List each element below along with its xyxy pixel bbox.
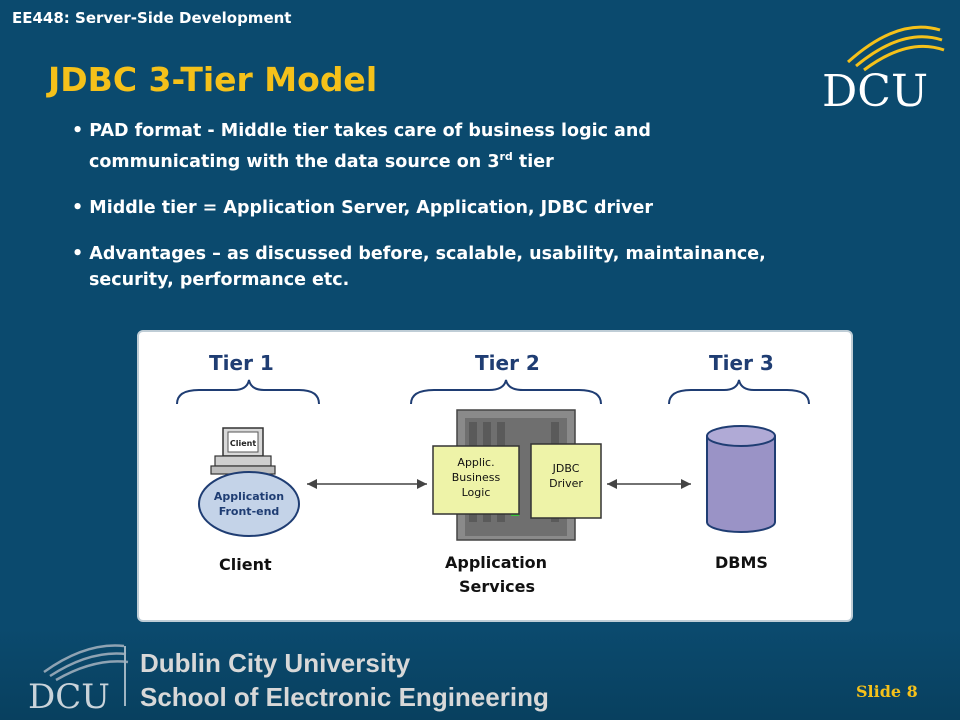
svg-text:Front-end: Front-end (219, 505, 280, 518)
university-name: Dublin City University (140, 648, 411, 678)
bullet-pad-format: • PAD format - Middle tier takes care of… (72, 118, 932, 175)
bullet-text-continued: communicating with the data source on 3r… (89, 150, 554, 172)
application-server-icon: Applic. Business Logic JDBC Driver (432, 409, 602, 541)
bullet-text-continued: security, performance etc. (89, 269, 350, 290)
course-title: EE448: Server-Side Development (12, 9, 292, 27)
database-icon (706, 425, 776, 533)
tier-2-label: Tier 2 (475, 351, 540, 375)
tier-1-brace (176, 379, 320, 405)
tier-2-brace (410, 379, 602, 405)
slide-number: Slide 8 (856, 682, 918, 701)
slide-title: JDBC 3-Tier Model (48, 60, 378, 99)
footer-divider (124, 646, 126, 706)
svg-text:Business: Business (452, 471, 501, 484)
three-tier-diagram: Tier 1 Tier 2 Tier 3 Client Application … (137, 330, 853, 622)
bullet-advantages: • Advantages – as discussed before, scal… (72, 241, 932, 293)
svg-text:Client: Client (230, 439, 256, 448)
svg-text:Driver: Driver (549, 477, 583, 490)
dcu-footer-logo: DCU (28, 644, 129, 712)
server-label-line2: Services (459, 577, 535, 596)
client-label: Client (219, 555, 272, 574)
server-db-arrow (607, 479, 691, 489)
bullet-text: • Advantages – as discussed before, scal… (72, 243, 766, 264)
tier-3-brace (668, 379, 810, 405)
dcu-logo-text: DCU (822, 66, 928, 117)
dcu-footer-logo-text: DCU (28, 677, 110, 712)
tier-3-label: Tier 3 (709, 351, 774, 375)
bullet-middle-tier: • Middle tier = Application Server, Appl… (72, 195, 932, 221)
bullet-list: • PAD format - Middle tier takes care of… (72, 118, 932, 313)
svg-text:Applic.: Applic. (457, 456, 494, 469)
svg-text:JDBC: JDBC (552, 462, 580, 475)
bullet-text: • Middle tier = Application Server, Appl… (72, 197, 654, 218)
server-label-line1: Application (445, 553, 547, 572)
dbms-label: DBMS (715, 553, 768, 572)
tier-1-label: Tier 1 (209, 351, 274, 375)
footer-banner: DCU Dublin City University School of Ele… (0, 628, 960, 720)
school-name: School of Electronic Engineering (140, 682, 549, 712)
dcu-logo: DCU (822, 25, 945, 117)
svg-text:Logic: Logic (462, 486, 491, 499)
bullet-text: • PAD format - Middle tier takes care of… (72, 121, 651, 141)
client-computer-icon: Client Application Front-end (198, 427, 300, 537)
svg-text:Application: Application (214, 490, 284, 503)
client-server-arrow (307, 479, 427, 489)
